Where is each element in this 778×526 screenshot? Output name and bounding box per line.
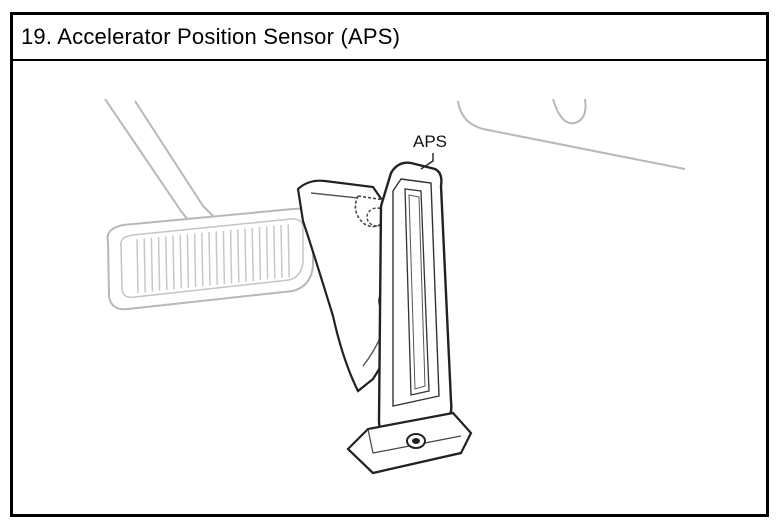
brake-pedal-rib [201,232,204,287]
brake-pedal-rib [136,238,139,294]
brake-pedal-rib [165,236,168,291]
title-bar: 19. Accelerator Position Sensor (APS) [13,15,766,61]
aps-callout-label: APS [413,132,447,151]
brake-pedal-rib [287,224,290,278]
aps-callout: APS [413,132,447,170]
brake-pedal-rib [157,236,161,291]
brake-pedal-rib [280,224,283,279]
brake-pedal-rib [186,234,190,288]
brake-pedal-rib [237,229,240,283]
page-title: 19. Accelerator Position Sensor (APS) [21,24,401,49]
pedal-base-plate [346,411,473,475]
brake-pedal-rib [208,231,211,286]
brake-pedal-rib [193,233,197,288]
pedal-drawing: APS [104,98,686,475]
brake-pedal-rib [258,227,262,281]
brake-pedal-rib [251,227,254,282]
brake-pedal-rib [172,235,175,290]
brake-pedal-rib [143,238,146,293]
brake-pedal-rib [273,225,276,279]
floor-panel-lines [457,98,686,170]
brake-pedal [106,207,314,311]
brake-pedal-arm [104,98,219,230]
brake-pedal-rib [244,228,247,282]
brake-pedal-rib [229,229,233,284]
brake-pedal-rib [150,237,154,292]
brake-pedal-rib [179,234,182,289]
pedal-illustration: APS [13,61,766,514]
diagram-frame: 19. Accelerator Position Sensor (APS) [10,12,769,517]
accelerator-pedal [377,161,453,435]
brake-pedal-rib [215,231,218,285]
brake-pedal-rib [265,226,269,280]
brake-pedal-rib [222,230,226,285]
